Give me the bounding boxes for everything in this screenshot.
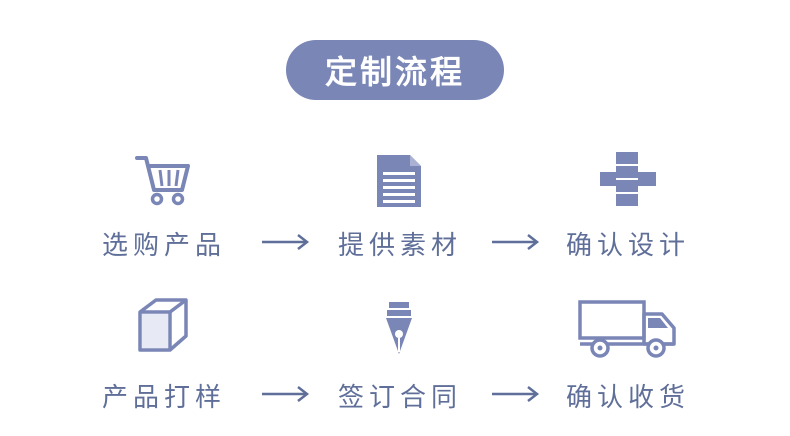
box-icon (138, 298, 188, 352)
step-label-product-sample: 产品打样 (102, 383, 227, 413)
step-label-sign-contract: 签订合同 (338, 383, 463, 413)
arrow-right-icon (262, 386, 310, 402)
arrow-right-icon (262, 234, 310, 250)
delivery-truck-icon (578, 300, 676, 358)
page-title: 定制流程 (324, 53, 465, 91)
shopping-cart-icon (135, 156, 190, 206)
process-title-badge: 定制流程 (286, 40, 504, 100)
step-label-confirm-receipt: 确认收货 (566, 383, 691, 413)
step-label-provide-materials: 提供素材 (338, 231, 463, 261)
blocks-icon (600, 152, 656, 206)
arrow-right-icon (492, 386, 540, 402)
document-icon (377, 155, 421, 207)
step-label-confirm-design: 确认设计 (566, 231, 691, 261)
step-label-select-product: 选购产品 (102, 231, 227, 261)
pen-nib-icon (386, 302, 412, 354)
arrow-right-icon (492, 234, 540, 250)
